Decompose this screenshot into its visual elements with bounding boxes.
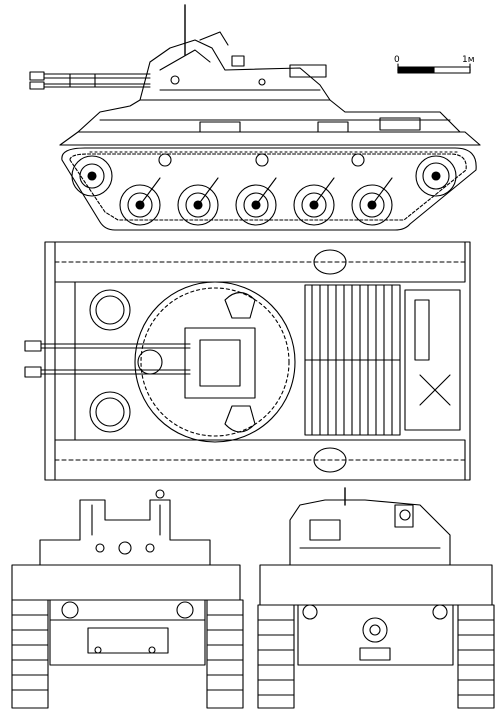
rear-turret bbox=[290, 500, 450, 565]
side-turret bbox=[140, 32, 330, 100]
side-track bbox=[62, 148, 476, 230]
top-engine-grille bbox=[305, 285, 400, 435]
rear-tail-lights bbox=[303, 605, 447, 619]
top-rear-deck bbox=[405, 290, 460, 430]
scale-start-label: 0 bbox=[394, 55, 400, 65]
top-gun-barrels bbox=[25, 341, 190, 377]
top-tracks bbox=[55, 242, 465, 480]
rear-tracks bbox=[258, 605, 494, 708]
side-sprocket bbox=[72, 156, 112, 196]
side-view bbox=[30, 5, 480, 230]
top-hull-outline bbox=[45, 242, 470, 480]
scale-bar: 0 1м bbox=[394, 55, 475, 73]
front-tracks bbox=[12, 600, 243, 708]
front-view bbox=[12, 490, 243, 708]
top-view bbox=[25, 242, 470, 480]
top-glacis bbox=[55, 282, 75, 440]
top-hatches bbox=[90, 290, 130, 432]
rear-hull bbox=[260, 565, 492, 665]
front-hull bbox=[12, 565, 240, 665]
top-turret bbox=[135, 282, 295, 442]
side-idler bbox=[416, 156, 456, 196]
side-gun-barrels bbox=[30, 72, 150, 89]
side-return-rollers bbox=[159, 154, 364, 166]
side-hull bbox=[60, 100, 480, 152]
rear-view bbox=[258, 488, 494, 708]
front-turret-shield bbox=[40, 490, 210, 565]
top-mufflers bbox=[314, 250, 346, 472]
front-headlights bbox=[62, 602, 193, 618]
scale-end-label: 1м bbox=[462, 55, 475, 65]
side-suspension-arms bbox=[140, 178, 392, 205]
